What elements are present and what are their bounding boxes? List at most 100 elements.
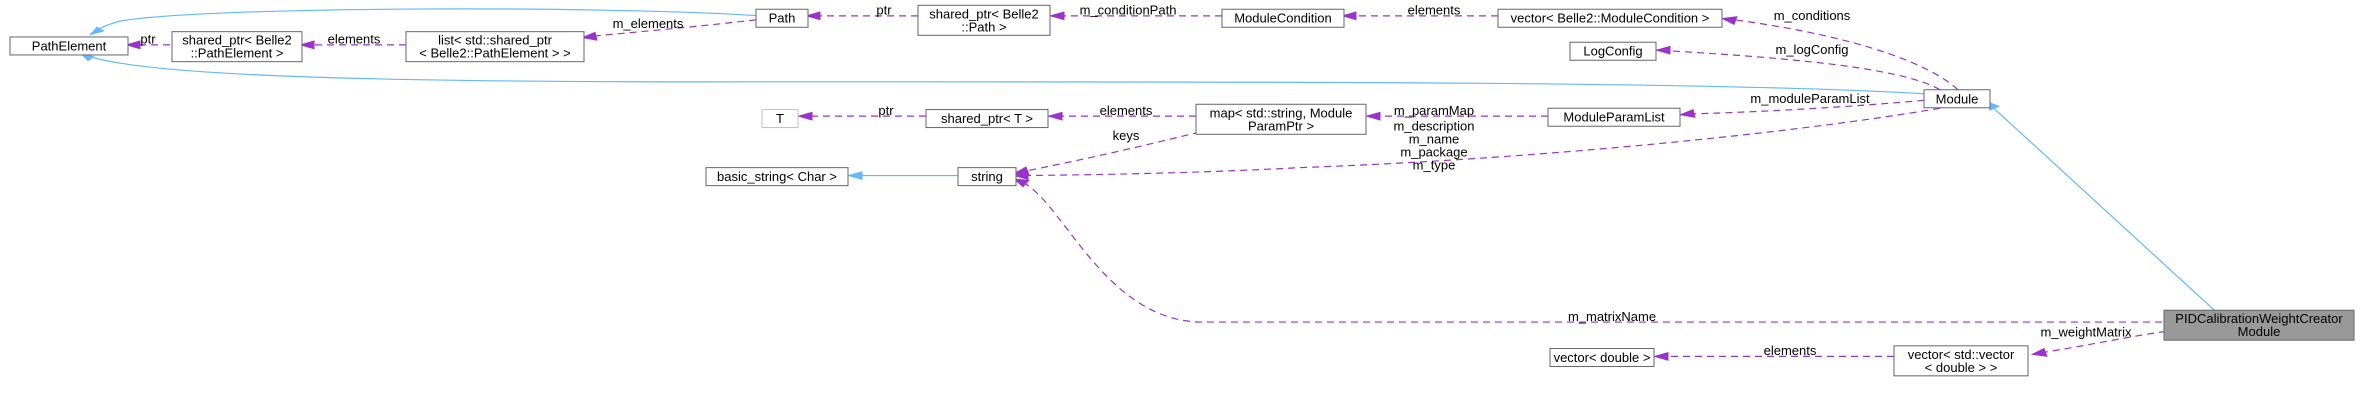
- edge-module-to-module-param-list: [1678, 100, 1924, 118]
- node-vector-vector-double[interactable]: vector< std::vector< double > >: [1893, 345, 2029, 377]
- node-box: [755, 8, 809, 28]
- label-ptr-path: ptr: [876, 3, 892, 18]
- node-label: shared_ptr< Belle2: [929, 6, 1039, 21]
- node-label: list< std::shared_ptr: [438, 33, 552, 48]
- node-box: [9, 36, 129, 56]
- node-basic-string[interactable]: basic_string< Char >: [705, 167, 849, 187]
- node-label: vector< Belle2::ModuleCondition >: [1511, 11, 1710, 26]
- node-shared-ptr-pathelement[interactable]: shared_ptr< Belle2::PathElement >: [171, 31, 303, 63]
- node-box: [705, 167, 849, 187]
- edge-vector-conditions-to-module-condition: [1340, 11, 1498, 21]
- node-box: [405, 31, 585, 63]
- edge-module-to-vector-conditions: [1720, 16, 1958, 90]
- node-module-condition[interactable]: ModuleCondition: [1221, 8, 1345, 28]
- node-label: ModuleParamList: [1563, 110, 1665, 125]
- edge-pid-to-string: [1012, 178, 2162, 322]
- edge-list-to-shared-ptr-pathelement: [298, 40, 406, 50]
- node-shared-ptr-t[interactable]: shared_ptr< T >: [925, 109, 1049, 129]
- label-elements-map: elements: [1100, 103, 1153, 118]
- node-label: ModuleCondition: [1234, 11, 1332, 26]
- node-box: [1549, 347, 1655, 367]
- edge-module-to-log-config: [1654, 45, 1940, 90]
- node-label: < double > >: [1925, 360, 1998, 375]
- node-path-element[interactable]: PathElement: [9, 36, 129, 56]
- edge-label-text: m_package: [1400, 145, 1467, 160]
- edge-label-text: m_conditionPath: [1080, 3, 1177, 18]
- node-box: [1221, 8, 1345, 28]
- edge-label-text: m_type: [1413, 158, 1456, 173]
- edge-label-text: ptr: [140, 32, 156, 47]
- node-t[interactable]: T: [761, 109, 799, 129]
- label-keys: keys: [1113, 128, 1140, 143]
- node-label: ParamPtr >: [1248, 118, 1314, 133]
- edge-label-text: m_elements: [613, 16, 684, 31]
- label-m-conditions: m_conditions: [1774, 8, 1851, 23]
- node-label: ::Path >: [961, 19, 1006, 34]
- edge-label-text: ptr: [878, 103, 894, 118]
- label-ptr-pathelement: ptr: [140, 32, 156, 47]
- edge-vector-vector-double-to-vector-double: [1652, 351, 1894, 361]
- edge-pid-to-module: [1985, 100, 2223, 318]
- edge-label-text: elements: [1408, 3, 1461, 18]
- edge-label-text: ptr: [876, 3, 892, 18]
- node-label: T: [776, 111, 784, 126]
- node-label: shared_ptr< T >: [941, 111, 1033, 126]
- node-log-config[interactable]: LogConfig: [1569, 41, 1657, 61]
- edge-label-text: m_conditions: [1774, 8, 1851, 23]
- edge-label-text: m_matrixName: [1568, 309, 1656, 324]
- node-label: PathElement: [32, 38, 107, 53]
- node-path[interactable]: Path: [755, 8, 809, 28]
- node-label: vector< double >: [1554, 350, 1651, 365]
- edge-label-text: m_description: [1394, 119, 1475, 134]
- node-string[interactable]: string: [957, 167, 1017, 187]
- node-box: [171, 31, 303, 63]
- edge-shared-ptr-path-to-path: [804, 11, 918, 21]
- node-label: Module: [1936, 91, 1979, 106]
- node-label: ::PathElement >: [191, 46, 284, 61]
- label-elements-list: elements: [328, 32, 381, 47]
- node-box: [2163, 309, 2355, 341]
- node-list-shared-ptr[interactable]: list< std::shared_ptr< Belle2::PathEleme…: [405, 31, 585, 63]
- node-label: Module: [2238, 324, 2281, 339]
- edge-label-text: elements: [328, 32, 381, 47]
- edge-label-text: m_paramMap: [1394, 103, 1474, 118]
- edge-path-to-pathelement: [88, 9, 760, 36]
- edge-module-param-list-to-map: [1364, 111, 1548, 121]
- edge-map-to-string: [1012, 132, 1200, 176]
- node-shared-ptr-path[interactable]: shared_ptr< Belle2::Path >: [917, 4, 1051, 36]
- label-m-param-map: m_paramMap: [1394, 103, 1474, 118]
- label-m-log-config: m_logConfig: [1776, 42, 1849, 57]
- edge-module-condition-to-shared-ptr-path: [1048, 11, 1222, 21]
- edge-module-to-string: [1012, 108, 1940, 181]
- label-elements-vector: elements: [1764, 343, 1817, 358]
- edge-label-text: m_moduleParamList: [1750, 91, 1870, 106]
- label-m-weight-matrix: m_weightMatrix: [2040, 325, 2132, 340]
- node-vector-module-condition[interactable]: vector< Belle2::ModuleCondition >: [1497, 8, 1723, 28]
- node-box: [925, 109, 1049, 129]
- edge-map-to-shared-ptr-t: [1046, 111, 1196, 121]
- node-box: [1893, 345, 2029, 377]
- node-vector-double[interactable]: vector< double >: [1549, 347, 1655, 367]
- node-module[interactable]: Module: [1923, 89, 1991, 109]
- node-box: [1547, 107, 1681, 127]
- label-m-matrix-name: m_matrixName: [1568, 309, 1656, 324]
- node-label: < Belle2::PathElement > >: [419, 46, 570, 61]
- edge-pid-to-vector-vector-double: [2030, 331, 2166, 357]
- node-label: vector< std::vector: [1908, 347, 2015, 362]
- edge-label-text: elements: [1764, 343, 1817, 358]
- label-m-module-param-list: m_moduleParamList: [1750, 91, 1870, 106]
- edge-label-text: m_name: [1409, 132, 1460, 147]
- edge-shared-ptr-t-to-t: [796, 111, 926, 121]
- node-module-param-list[interactable]: ModuleParamList: [1547, 107, 1681, 127]
- node-label: PIDCalibrationWeightCreator: [2175, 311, 2343, 326]
- edge-label-text: m_logConfig: [1776, 42, 1849, 57]
- node-label: shared_ptr< Belle2: [182, 33, 292, 48]
- edge-shared-ptr-pathelement-to-pathelement: [124, 40, 170, 50]
- node-label: string: [971, 169, 1003, 184]
- node-label: basic_string< Char >: [717, 169, 837, 184]
- edge-label-text: m_weightMatrix: [2040, 325, 2132, 340]
